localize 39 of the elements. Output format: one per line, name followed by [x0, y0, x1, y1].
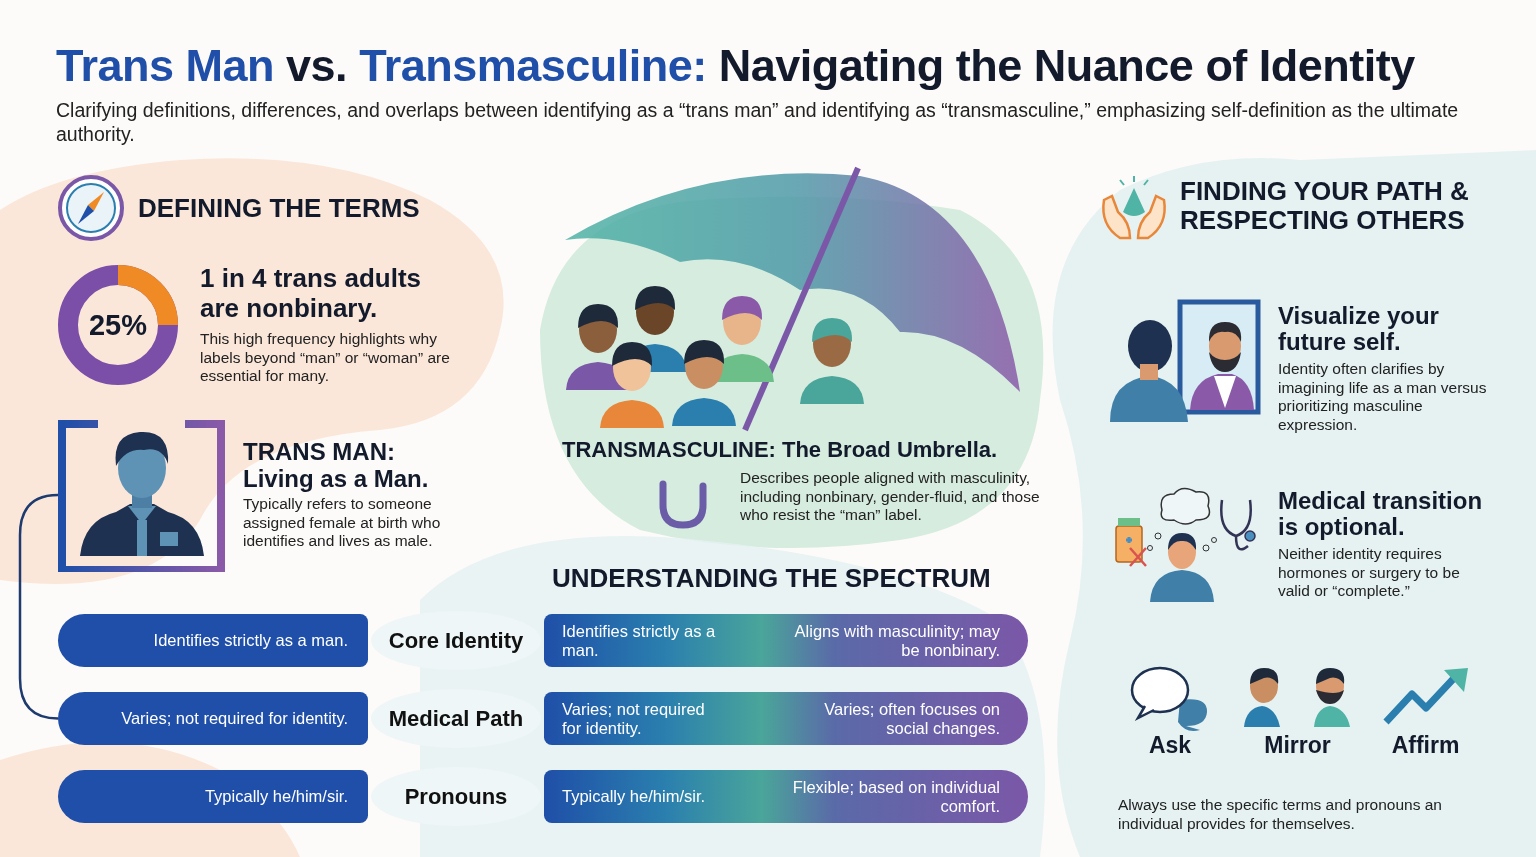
body-text: Typically refers to someone assigned female at birth who identifies and lives as male.	[243, 495, 442, 551]
bar-text: Identifies strictly as a man.	[562, 621, 717, 660]
bar-text: Identifies strictly as a man.	[153, 631, 348, 650]
term-heading: TRANSMASCULINE: The Broad Umbrella.	[562, 437, 999, 464]
category-label: Medical Path	[388, 705, 524, 732]
comparison-bar	[544, 770, 1028, 823]
statistic-heading: 1 in 4 trans adults are nonbinary.	[200, 264, 423, 324]
body-text: Neither identity requires hormones or surgery to be valid or “complete.”	[1278, 545, 1461, 601]
bar-text: Varies; not required for identity.	[562, 699, 706, 738]
action-word: Mirror	[1263, 732, 1332, 760]
section-heading: DEFINING THE TERMS	[138, 193, 421, 225]
bar-text: Flexible; based on individual comfort.	[791, 777, 1000, 816]
category-label: Core Identity	[388, 627, 524, 654]
bar-text: Typically he/him/sir.	[204, 787, 348, 806]
comparison-bar	[544, 692, 1028, 745]
row-bar	[58, 692, 368, 745]
percentage-value: 25%	[87, 308, 148, 343]
section-heading: FINDING YOUR PATH & RESPECTING OTHERS	[1180, 177, 1470, 236]
action-word: Affirm	[1390, 732, 1461, 760]
term-heading: TRANS MAN: Living as a Man.	[243, 439, 430, 493]
tip-heading: Visualize your future self.	[1278, 303, 1440, 355]
body-text: This high frequency highlights why labels beyond “man” or “woman” are essential for many.	[200, 330, 451, 386]
body-text: Describes people aligned with masculinity, including nonbinary, gender-fluid, and those who resist the “man” label.	[740, 469, 1041, 525]
page-title: Trans Man vs. Transmasculine: Navigating the Nuance of Identity	[56, 40, 1415, 92]
tip-heading: Medical transition is optional.	[1278, 488, 1484, 540]
comparison-bar	[544, 614, 1028, 667]
body-text: Identity often clarifies by imagining life as a man versus prioritizing masculine expression.	[1278, 360, 1488, 435]
row-bar	[58, 770, 368, 823]
category-label: Pronouns	[404, 783, 508, 810]
note-text: Always use the specific terms and pronouns an individual provides for themselves.	[1118, 796, 1443, 834]
connector-line	[18, 493, 59, 720]
bar-text: Varies; not required for identity.	[121, 709, 348, 728]
bar-text: Varies; often focuses on social changes.	[823, 699, 1000, 738]
row-bar	[58, 614, 368, 667]
bar-text: Aligns with masculinity; may be nonbinary.	[793, 621, 1000, 660]
bar-text: Typically he/him/sir.	[562, 787, 706, 806]
action-word: Ask	[1147, 732, 1193, 760]
subtitle: Clarifying definitions, differences, and overlaps between identifying as a “trans man” and identifying as “transmasculine,” emphasizing self-definition as the ultimate authority.	[56, 98, 1460, 147]
section-heading: UNDERSTANDING THE SPECTRUM	[552, 563, 992, 595]
